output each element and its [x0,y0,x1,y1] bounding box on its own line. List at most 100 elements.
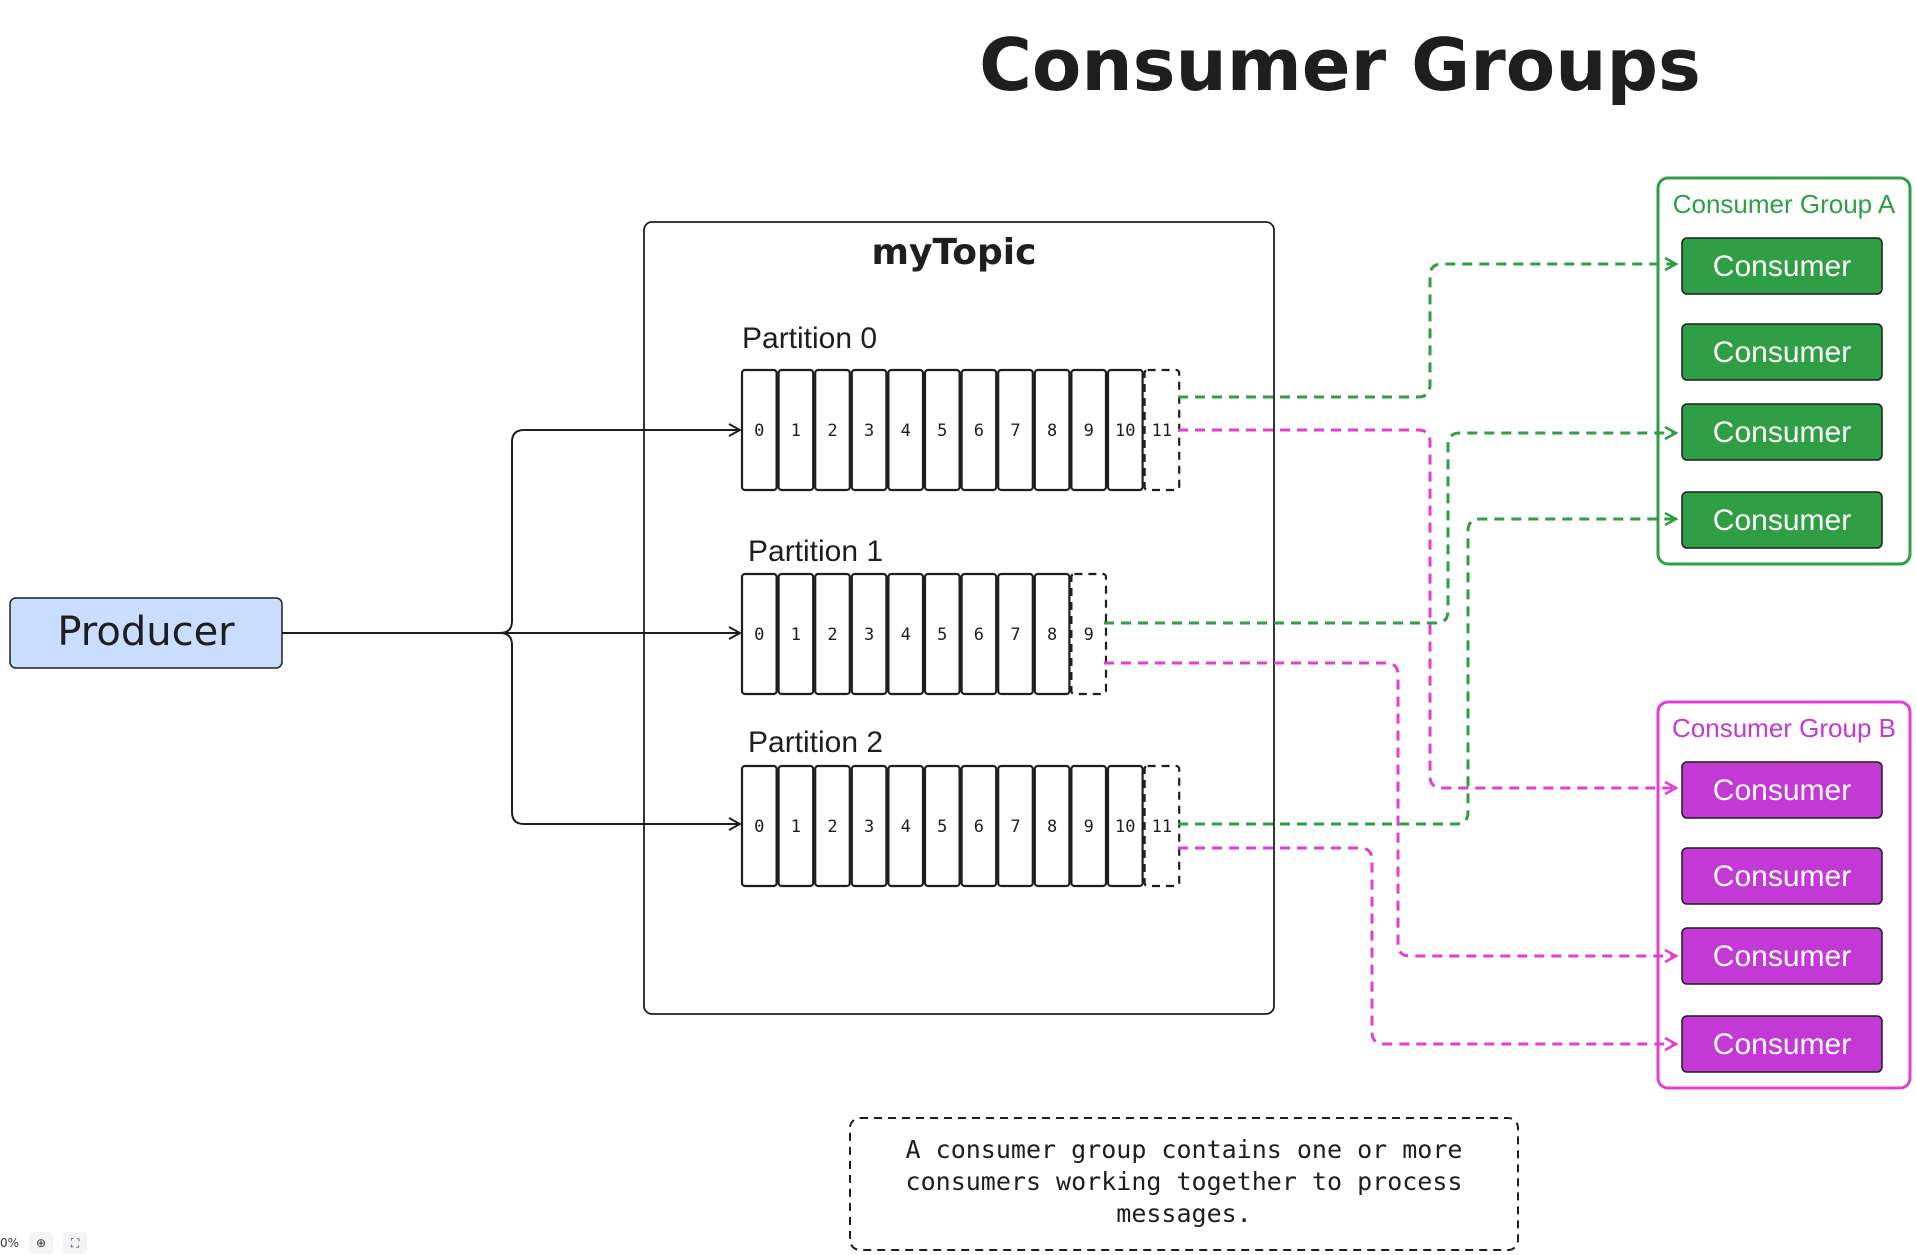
consumer-label: Consumer [1713,416,1851,449]
offset-cell[interactable]: 1 [777,764,815,888]
offset-cell[interactable]: 0 [740,764,778,888]
offset-cell[interactable]: 6 [960,368,998,492]
consumer-label: Consumer [1713,774,1851,807]
next-offset-label: 11 [1152,421,1172,441]
consumer-label: Consumer [1713,336,1851,369]
offset-cell[interactable]: 5 [923,764,961,888]
group-title: Consumer Group A [1673,189,1896,219]
offset-label: 6 [974,421,984,441]
consumer-node[interactable]: Consumer [1681,927,1883,985]
next-offset-cell: 9 [1070,572,1108,696]
offset-cell[interactable]: 2 [814,764,851,888]
producer-label: Producer [57,609,235,655]
offset-cell[interactable]: 4 [887,764,925,888]
offset-cell[interactable]: 1 [777,572,815,696]
topic-container: myTopic [643,221,1275,1015]
offset-label: 3 [864,625,874,645]
offset-cell[interactable]: 5 [923,368,961,492]
offset-label: 4 [901,817,911,837]
offset-label: 0 [754,421,764,441]
offset-label: 10 [1115,817,1135,837]
offset-cell[interactable]: 0 [740,572,778,696]
page-title: Consumer Groups [979,23,1701,107]
offset-cell[interactable]: 6 [960,572,998,696]
offset-label: 8 [1047,625,1057,645]
offset-label: 7 [1010,421,1020,441]
offset-label: 10 [1115,421,1135,441]
partition-label: Partition 0 [742,322,877,355]
offset-label: 2 [827,421,837,441]
offset-cell[interactable]: 2 [814,368,851,492]
canvas-toolbar: 0% ⊕ ⛶ [0,1231,88,1255]
offset-cell[interactable]: 10 [1106,368,1144,492]
offset-label: 6 [974,817,984,837]
group-b-connectors [1104,428,1676,1044]
offset-cell[interactable]: 9 [1070,764,1108,888]
offset-label: 5 [937,817,947,837]
offset-cell[interactable]: 7 [997,572,1034,696]
offset-label: 4 [901,625,911,645]
offset-label: 0 [754,817,764,837]
offset-label: 1 [791,817,801,837]
note-line-3: messages. [1116,1199,1251,1228]
consumer-label: Consumer [1713,860,1851,893]
next-offset-cell: 11 [1143,368,1181,492]
offset-cell[interactable]: 3 [850,572,888,696]
offset-cell[interactable]: 9 [1070,368,1108,492]
offset-cell[interactable]: 5 [923,572,961,696]
consumer-node[interactable]: Consumer [1681,491,1883,549]
fit-screen-icon[interactable]: ⛶ [63,1232,88,1254]
partition-label: Partition 2 [748,726,883,759]
consumer-label: Consumer [1713,940,1851,973]
offset-cell[interactable]: 7 [997,764,1034,888]
offset-cell[interactable]: 7 [997,368,1034,492]
offset-label: 6 [974,625,984,645]
offset-label: 8 [1047,421,1057,441]
zoom-level[interactable]: 0% [0,1236,20,1250]
offset-cell[interactable]: 3 [850,764,888,888]
consumer-node[interactable]: Consumer [1681,1015,1883,1073]
offset-label: 9 [1084,421,1094,441]
partition-label: Partition 1 [748,535,883,568]
consumer-node[interactable]: Consumer [1681,761,1883,819]
offset-cell[interactable]: 8 [1033,572,1071,696]
consumer-label: Consumer [1713,1028,1851,1061]
next-offset-cell: 11 [1143,764,1181,888]
consumer-node[interactable]: Consumer [1681,323,1883,381]
note-line-2: consumers working together to process [906,1167,1463,1196]
offset-label: 2 [827,625,837,645]
offset-cell[interactable]: 10 [1106,764,1144,888]
offset-label: 5 [937,421,947,441]
offset-cell[interactable]: 2 [814,572,851,696]
offset-cell[interactable]: 4 [887,368,925,492]
group-a-connectors [1104,264,1676,826]
note-box: A consumer group contains one or more co… [849,1117,1519,1251]
offset-label: 4 [901,421,911,441]
offset-cell[interactable]: 1 [777,368,815,492]
group-title: Consumer Group B [1672,713,1896,743]
topic-title: myTopic [872,232,1037,273]
offset-cell[interactable]: 0 [740,368,778,492]
consumer-group-a: Consumer Group AConsumerConsumerConsumer… [1656,176,1912,566]
consumer-group-b: Consumer Group BConsumerConsumerConsumer… [1656,700,1912,1090]
offset-label: 3 [864,421,874,441]
offset-cell[interactable]: 3 [850,368,888,492]
consumer-node[interactable]: Consumer [1681,237,1883,295]
producer-node[interactable]: Producer [9,597,283,669]
offset-cell[interactable]: 8 [1033,368,1071,492]
offset-cell[interactable]: 6 [960,764,998,888]
zoom-in-icon[interactable]: ⊕ [29,1232,54,1254]
consumer-node[interactable]: Consumer [1681,847,1883,905]
next-offset-label: 11 [1152,817,1172,837]
consumer-node[interactable]: Consumer [1681,403,1883,461]
offset-label: 1 [791,625,801,645]
offset-cell[interactable]: 4 [887,572,925,696]
offset-cell[interactable]: 8 [1033,764,1071,888]
consumer-label: Consumer [1713,250,1851,283]
offset-label: 8 [1047,817,1057,837]
